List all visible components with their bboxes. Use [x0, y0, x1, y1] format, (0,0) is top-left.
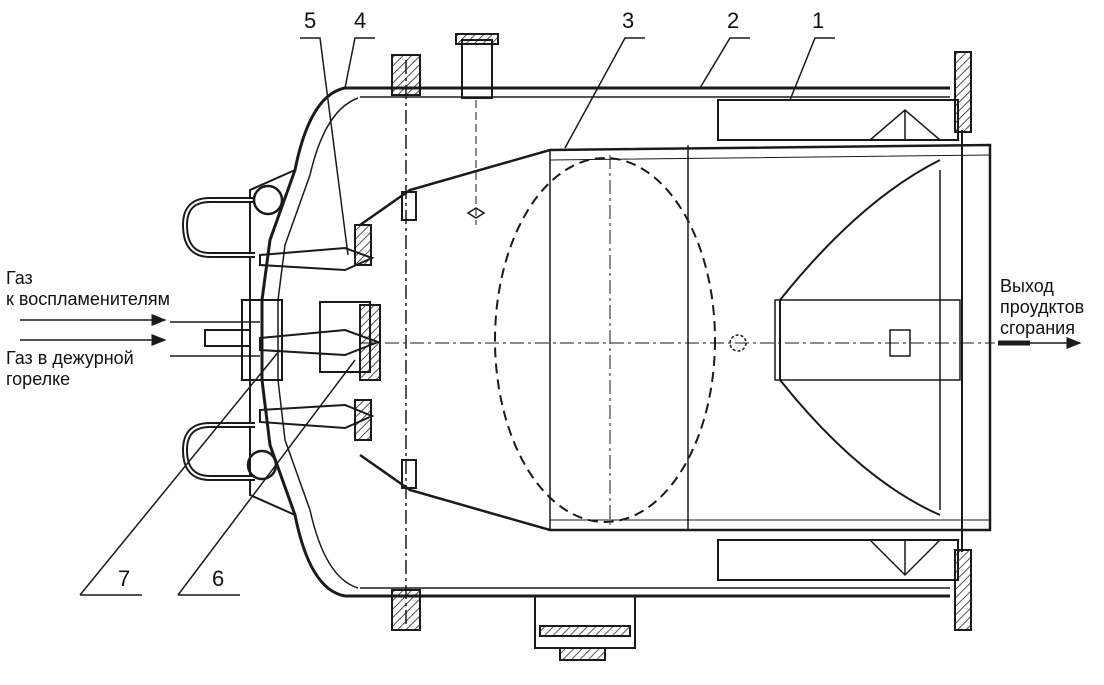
- callout-5: 5: [304, 8, 317, 33]
- callout-2: 2: [727, 8, 740, 33]
- top-nozzle-cap: [455, 33, 499, 45]
- exhaust-line2: проудктов: [1000, 297, 1085, 317]
- callout-3: 3: [622, 8, 635, 33]
- flame-tube: [359, 143, 992, 532]
- callout-1: 1: [812, 8, 825, 33]
- axis-marker-center: [729, 334, 747, 352]
- u-pipe-top-inner: [183, 199, 255, 256]
- leader-3: [564, 37, 645, 149]
- bottom-foot: [559, 647, 606, 661]
- leader-4: [344, 37, 375, 89]
- front-dome-inner: [277, 97, 359, 589]
- gas-igniters-line1: Газ: [6, 268, 33, 288]
- leader-1: [789, 37, 835, 101]
- leader-6: [177, 359, 356, 596]
- outer-casing-inner-line: [360, 96, 950, 589]
- exhaust-line3: сгорания: [1000, 318, 1075, 338]
- front-dome: [260, 86, 346, 598]
- leader-2: [699, 37, 750, 89]
- burner-plate-top: [354, 224, 372, 266]
- callout-6: 6: [212, 566, 225, 591]
- gas-pilot-label: Газ в дежурной горелке: [6, 348, 134, 390]
- liner-support-top: [717, 99, 959, 141]
- fitting-bottom: [246, 449, 278, 481]
- exit-cone: [779, 159, 941, 516]
- exhaust-line1: Выход: [1000, 276, 1054, 296]
- gas-igniters-label: Газ к воспламенителям: [6, 268, 170, 310]
- manifold: [241, 299, 283, 381]
- tube-support-top: [401, 191, 417, 221]
- u-pipe-top: [181, 197, 255, 258]
- leader-7: [79, 349, 281, 596]
- burner-plate-bottom: [354, 399, 372, 441]
- leader-5: [300, 37, 349, 256]
- liner-ribs-top: [869, 109, 941, 141]
- exit-stud: [889, 329, 911, 357]
- gas-igniters-line2: к воспламенителям: [6, 289, 170, 309]
- liner-support-bottom: [717, 539, 959, 581]
- u-pipe-bottom: [181, 422, 255, 481]
- exhaust-label: Выход проудктов сгорания: [1000, 276, 1084, 339]
- flame-tube-inner: [549, 154, 991, 521]
- outer-casing: [345, 86, 950, 598]
- u-pipe-bottom-inner: [183, 424, 255, 479]
- bottom-box-hatch: [539, 625, 631, 637]
- callout-7: 7: [118, 566, 131, 591]
- axis-marker-top: [466, 207, 486, 219]
- inlet-valve: [204, 329, 251, 347]
- igniter-box: [319, 301, 371, 373]
- gas-pilot-line1: Газ в дежурной: [6, 348, 134, 368]
- gas-pilot-line2: горелке: [6, 369, 71, 389]
- bottom-box: [534, 595, 636, 649]
- dashed-ellipse: [494, 157, 716, 523]
- exit-bracket: [774, 299, 961, 381]
- front-face: [249, 169, 296, 516]
- callout-4: 4: [354, 8, 367, 33]
- fitting-top: [252, 184, 284, 216]
- tube-support-bottom: [401, 459, 417, 489]
- liner-ribs-bottom: [869, 539, 941, 577]
